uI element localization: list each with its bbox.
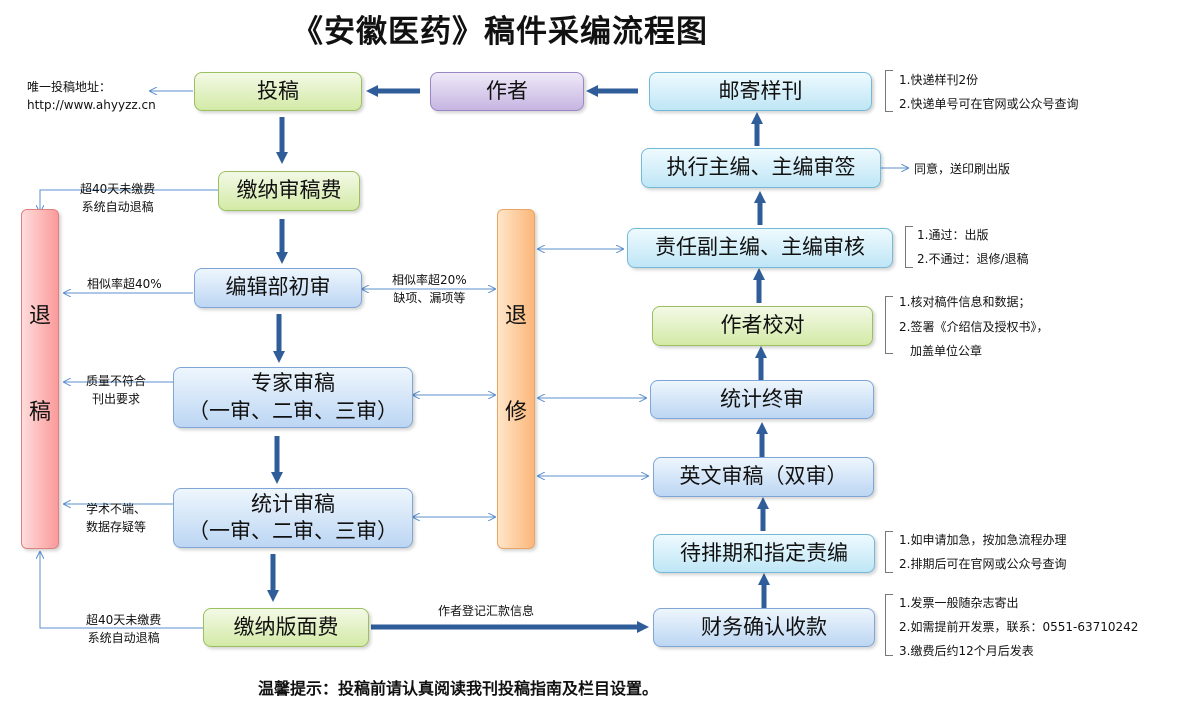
note-review: 1.通过：出版 2.不通过：退修/退稿: [917, 223, 1029, 271]
note-address-line2: http://www.ahyyzz.cn: [27, 98, 156, 112]
box-expert-review-line1: 专家审稿: [251, 371, 335, 396]
note-address: 唯一投稿地址： http://www.ahyyzz.cn: [27, 78, 156, 114]
box-stat-review: 统计审稿 （一审、二审、三审）: [173, 488, 413, 548]
note-overdue1-line2: 系统自动退稿: [81, 200, 154, 214]
note-proof: 1.核对稿件信息和数据； 2.签署《介绍信及授权书》， 加盖单位公章: [899, 290, 1048, 364]
box-initial-review: 编辑部初审: [194, 268, 362, 308]
box-layout-fee: 缴纳版面费: [203, 608, 369, 647]
note-proof-2: 2.签署《介绍信及授权书》，: [899, 319, 1049, 334]
page-title: 《安徽医药》稿件采编流程图: [292, 14, 708, 50]
box-reject-char2: 稿: [28, 400, 51, 425]
note-similarity-reject: 相似率超40%: [87, 277, 162, 291]
note-overdue1-line1: 超40天未缴费: [80, 182, 156, 196]
box-mail-issue-label: 邮寄样刊: [718, 78, 803, 103]
note-overdue-layout-fee: 超40天未缴费 系统自动退稿: [86, 611, 161, 647]
box-stat-review-line2: （一审、二审、三审）: [188, 519, 398, 543]
note-finance: 1.发票一般随杂志寄出 2.如需提前开发票，联系：0551-63710242 3…: [899, 591, 1138, 663]
box-revise-char2: 修: [504, 400, 527, 425]
brace-mail: [885, 70, 893, 112]
box-finance-label: 财务确认收款: [701, 614, 827, 639]
box-reject-char1: 退: [28, 304, 51, 329]
box-stat-final-label: 统计终审: [720, 386, 804, 411]
box-author-proof-label: 作者校对: [720, 313, 805, 338]
brace-review: [905, 226, 913, 268]
note-review-2: 2.不通过：退修/退稿: [917, 252, 1029, 266]
box-submit-label: 投稿: [257, 78, 299, 103]
note-schedule-2: 2.排期后可在官网或公众号查询: [899, 557, 1067, 571]
box-revise: 退 修: [497, 209, 535, 549]
note-quality-line2: 刊出要求: [92, 392, 141, 406]
note-similarity-revise: 相似率超20% 缺项、漏项等: [392, 271, 467, 307]
box-expert-review-line2: （一审、二审、三审）: [188, 398, 398, 423]
box-deputy-review-label: 责任副主编、主编审核: [655, 235, 865, 260]
box-english-review-label: 英文审稿（双审）: [679, 464, 848, 489]
box-layout-fee-label: 缴纳版面费: [233, 614, 339, 639]
note-overdue-review-fee: 超40天未缴费 系统自动退稿: [80, 180, 155, 216]
box-initial-review-label: 编辑部初审: [225, 275, 331, 300]
note-similar-revise-line2: 缺项、漏项等: [393, 291, 466, 305]
note-proof-1: 1.核对稿件信息和数据；: [899, 295, 1031, 309]
box-review-fee-label: 缴纳审稿费: [236, 178, 342, 203]
note-finance-2: 2.如需提前开发票，联系：0551-63710242: [899, 620, 1139, 634]
box-revise-char1: 退: [504, 304, 527, 329]
note-academic: 学术不端、 数据存疑等: [86, 500, 146, 536]
box-expert-review: 专家审稿 （一审、二审、三审）: [173, 367, 413, 428]
note-finance-3: 3.缴费后约12个月后发表: [899, 644, 1034, 658]
note-similar-revise-line1: 相似率超20%: [392, 273, 467, 287]
note-address-line1: 唯一投稿地址：: [27, 80, 112, 94]
box-stat-final: 统计终审: [650, 380, 874, 419]
box-reject: 退 稿: [21, 209, 59, 549]
box-chief-sign-label: 执行主编、主编审签: [666, 155, 856, 180]
note-agree: 同意，送印刷出版: [914, 162, 1011, 176]
box-submit: 投稿: [194, 72, 362, 111]
box-english-review: 英文审稿（双审）: [653, 457, 874, 497]
box-mail-issue: 邮寄样刊: [649, 72, 872, 111]
arrow-overdue2: [40, 552, 203, 629]
note-review-1: 1.通过：出版: [917, 228, 989, 242]
box-deputy-review: 责任副主编、主编审核: [627, 228, 893, 268]
brace-proof: [885, 296, 893, 354]
arrow-overdue1: [40, 189, 218, 212]
brace-finance: [885, 594, 893, 656]
footer-tip: 温馨提示：投稿前请认真阅读我刊投稿指南及栏目设置。: [258, 679, 659, 698]
note-academic-line1: 学术不端、: [86, 502, 147, 516]
note-overdue2-line2: 系统自动退稿: [87, 631, 160, 645]
box-stat-review-line1: 统计审稿: [251, 491, 335, 516]
box-review-fee: 缴纳审稿费: [218, 171, 360, 211]
note-academic-line2: 数据存疑等: [86, 520, 147, 534]
note-overdue2-line1: 超40天未缴费: [86, 613, 162, 627]
note-mail-1: 1.快递样刊2份: [899, 73, 979, 87]
note-schedule: 1.如申请加急，按加急流程办理 2.排期后可在官网或公众号查询: [899, 528, 1066, 576]
note-proof-3: 加盖单位公章: [910, 344, 983, 359]
note-mail-2: 2.快递单号可在官网或公众号查询: [899, 97, 1079, 111]
note-quality: 质量不符合 刊出要求: [86, 372, 146, 408]
note-schedule-1: 1.如申请加急，按加急流程办理: [899, 533, 1067, 547]
box-chief-sign: 执行主编、主编审签: [641, 148, 881, 188]
box-finance: 财务确认收款: [653, 608, 875, 647]
brace-schedule: [885, 531, 893, 573]
box-schedule: 待排期和指定责编: [653, 534, 875, 573]
box-author-proof: 作者校对: [652, 306, 873, 346]
box-author: 作者: [430, 72, 584, 111]
note-mail: 1.快递样刊2份 2.快递单号可在官网或公众号查询: [899, 68, 1078, 116]
note-register-payment: 作者登记汇款信息: [438, 604, 535, 618]
box-schedule-label: 待排期和指定责编: [680, 540, 848, 565]
note-quality-line1: 质量不符合: [86, 374, 147, 388]
note-finance-1: 1.发票一般随杂志寄出: [899, 596, 1019, 610]
box-author-label: 作者: [486, 78, 528, 103]
